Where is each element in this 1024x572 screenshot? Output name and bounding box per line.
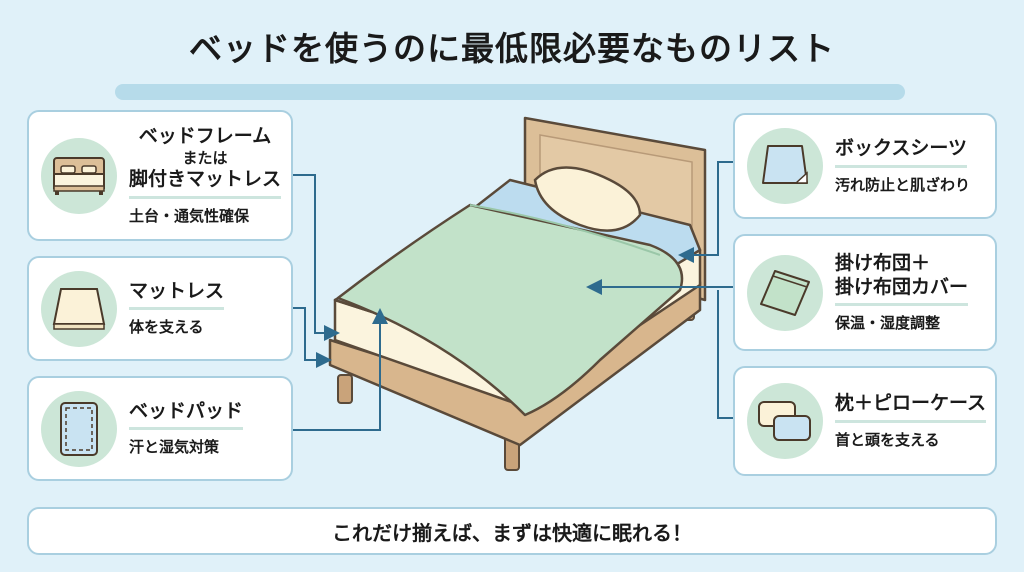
item-name: 掛け布団＋ 掛け布団カバー bbox=[835, 251, 969, 307]
arrow-box-sheet bbox=[678, 161, 733, 263]
item-card-bed-frame: ベッドフレーム または 脚付きマットレス 土台・通気性確保 bbox=[27, 110, 293, 241]
arrow-bed-pad bbox=[292, 308, 388, 431]
item-text: 掛け布団＋ 掛け布団カバー 保温・湿度調整 bbox=[835, 251, 969, 334]
bed-frame-icon bbox=[41, 137, 117, 214]
item-desc: 汗と湿気対策 bbox=[129, 438, 220, 457]
footer-message: これだけ揃えば、まずは快適に眠れる！ bbox=[27, 507, 997, 555]
item-name-line2: 掛け布団カバー bbox=[835, 275, 969, 298]
item-text: ボックスシーツ 汚れ防止と肌ざわり bbox=[835, 137, 970, 195]
bed-pad-icon bbox=[41, 390, 117, 467]
title-area: ベッドを使うのに最低限必要なものリスト bbox=[0, 22, 1024, 100]
comforter bbox=[336, 203, 684, 417]
comforter-icon bbox=[747, 254, 823, 331]
pillow bbox=[533, 166, 642, 232]
comforter-fold bbox=[469, 204, 661, 256]
mattress-icon bbox=[41, 270, 117, 347]
item-card-comforter: 掛け布団＋ 掛け布団カバー 保温・湿度調整 bbox=[733, 234, 997, 351]
pillow-icon bbox=[747, 383, 823, 459]
page-title: ベッドを使うのに最低限必要なものリスト bbox=[189, 29, 835, 68]
item-text: ベッドフレーム または 脚付きマットレス 土台・通気性確保 bbox=[129, 125, 282, 225]
item-name-line1: ベッドフレーム bbox=[138, 125, 272, 148]
item-desc: 首と頭を支える bbox=[835, 430, 940, 449]
item-name-line2: 脚付きマットレス bbox=[129, 167, 282, 190]
item-text: 枕＋ピローケース 首と頭を支える bbox=[835, 392, 987, 450]
item-desc: 汚れ防止と肌ざわり bbox=[835, 175, 971, 194]
item-desc: 土台・通気性確保 bbox=[129, 206, 250, 225]
item-card-pillow: 枕＋ピローケース 首と頭を支える bbox=[733, 366, 997, 476]
item-name: ボックスシーツ bbox=[835, 137, 968, 168]
box-sheet-icon bbox=[747, 128, 823, 204]
item-name-line1: 掛け布団＋ bbox=[835, 251, 931, 274]
item-card-mattress: マットレス 体を支える bbox=[27, 256, 293, 361]
item-text: ベッドパッド 汗と湿気対策 bbox=[129, 400, 244, 458]
item-card-bed-pad: ベッドパッド 汗と湿気対策 bbox=[27, 376, 293, 481]
bed-leg bbox=[337, 374, 353, 404]
item-name: ベッドフレーム または 脚付きマットレス bbox=[129, 125, 282, 199]
item-card-box-sheet: ボックスシーツ 汚れ防止と肌ざわり bbox=[733, 113, 997, 219]
item-name: ベッドパッド bbox=[129, 400, 244, 431]
item-name: マットレス bbox=[129, 280, 225, 311]
arrow-mattress bbox=[292, 307, 332, 368]
title-highlight bbox=[115, 84, 905, 100]
item-name: 枕＋ピローケース bbox=[835, 392, 987, 423]
arrow-pillow bbox=[717, 290, 733, 419]
item-desc: 体を支える bbox=[129, 318, 204, 337]
arrow-bed-frame bbox=[292, 174, 340, 341]
item-text: マットレス 体を支える bbox=[129, 280, 225, 338]
item-name-or: または bbox=[182, 149, 228, 168]
item-desc: 保温・湿度調整 bbox=[835, 314, 941, 333]
